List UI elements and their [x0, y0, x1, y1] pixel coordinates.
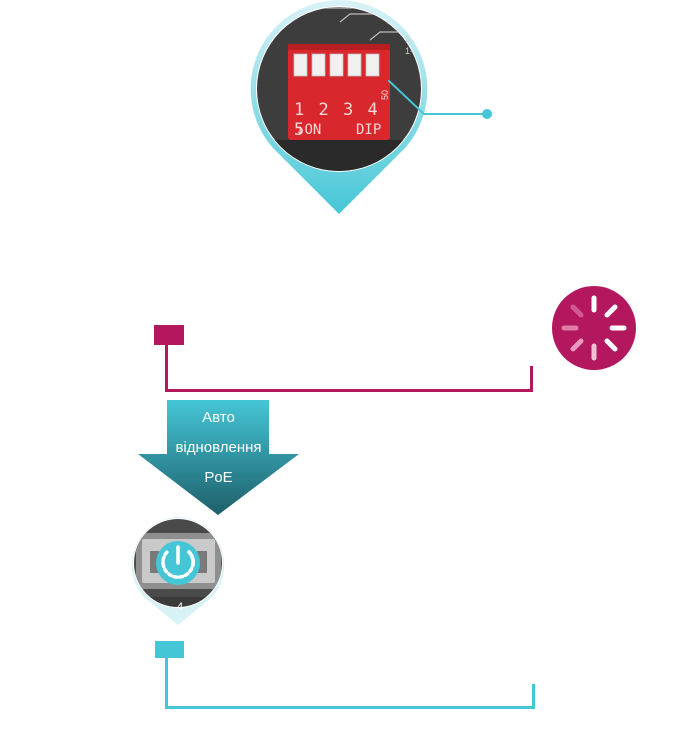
dip-number-row: 1 2 3 4 5 — [294, 100, 394, 140]
arrow-text-line-1: Авто — [202, 409, 235, 426]
dip-pointer-line — [388, 80, 486, 115]
teal-marker — [155, 641, 184, 658]
dip-on-label: ↓ON — [296, 122, 322, 138]
poe-port-callout — [131, 517, 225, 625]
port-number: 4 — [176, 601, 184, 613]
magenta-connector-left — [165, 344, 168, 392]
teal-connector-bottom — [165, 706, 535, 709]
dip-pointer-dot — [482, 109, 492, 119]
auto-poe-recovery-label: Авто відновлення PoE — [138, 403, 299, 493]
dip-dip-label: DIP — [356, 122, 382, 138]
arrow-text-line-2: відновлення — [175, 439, 262, 456]
magenta-connector-right — [530, 366, 533, 392]
magenta-marker — [154, 325, 184, 345]
dip-number-2: 2 — [318, 100, 331, 120]
loading-spinner-icon — [552, 286, 636, 370]
dip-side-label-2: 1- — [405, 46, 414, 56]
dip-number-3: 3 — [343, 100, 356, 120]
arrow-text-line-3: PoE — [204, 469, 233, 486]
dip-number-1: 1 — [294, 100, 307, 120]
dip-number-5: 5 — [294, 120, 307, 140]
teal-connector-left — [165, 657, 168, 709]
dip-switch-callout — [250, 0, 428, 214]
down-arrow-icon: ↓ — [296, 122, 305, 138]
power-restart-icon — [156, 541, 200, 585]
dip-side-label-1: 5 — [405, 34, 411, 44]
teal-connector-right — [532, 684, 535, 709]
dip-number-4: 4 — [367, 100, 380, 120]
auto-poe-recovery-arrow — [138, 400, 299, 515]
magenta-connector-bottom — [165, 389, 533, 392]
